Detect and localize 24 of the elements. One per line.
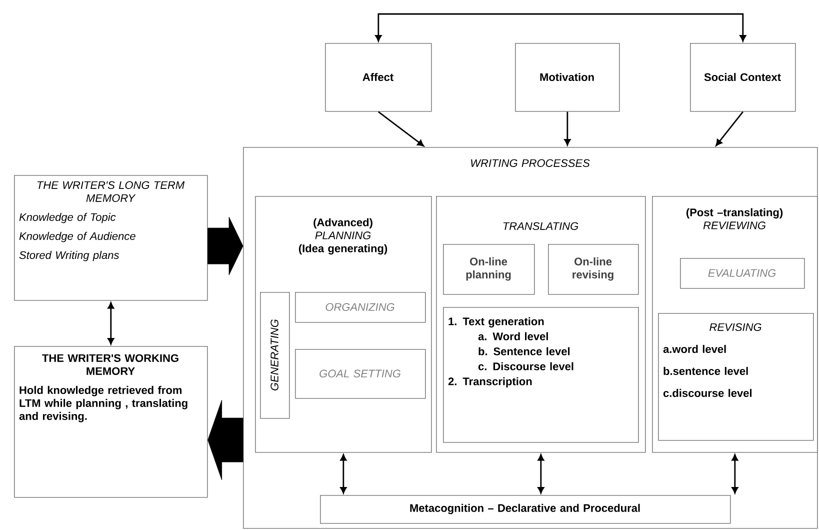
double-arrow	[340, 454, 347, 494]
double-arrow	[375, 13, 746, 42]
block-arrow	[208, 216, 244, 276]
double-arrow	[108, 302, 114, 344]
double-arrow	[538, 454, 544, 494]
arrow	[378, 111, 424, 146]
factor-box: Motivation	[515, 43, 620, 112]
factor-box: Social Context	[690, 43, 796, 112]
arrow	[716, 111, 744, 146]
arrow	[564, 112, 571, 146]
metacognition-bar: Metacognition – Declarative and Procedural	[320, 495, 731, 524]
subprocess-box: GOAL SETTING	[295, 349, 426, 399]
subprocess-box: EVALUATING	[680, 258, 805, 289]
subprocess-box: REVISING a.word level b.sentence level c.discourse level	[658, 313, 814, 441]
memory-box: THE WRITER'S WORKING MEMORY Hold knowledge retrieved from LTM while planning , translating and revising.	[14, 346, 208, 498]
double-arrow	[732, 454, 738, 494]
subprocess-box: On-line planning	[443, 244, 535, 295]
memory-box: THE WRITER'S LONG TERM MEMORY Knowledge of Topic Knowledge of Audience Stored Writing plans	[14, 175, 208, 301]
subprocess-box: GENERATING	[260, 292, 290, 419]
subprocess-box: ORGANIZING	[295, 292, 426, 323]
factor-box: Affect	[325, 43, 432, 112]
block-arrow	[208, 400, 244, 480]
subprocess-box: 1. Text generation a. Word level b. Sentence level c. Discourse level 2. Transcription	[443, 307, 639, 443]
subprocess-box: On-line revising	[548, 244, 639, 295]
